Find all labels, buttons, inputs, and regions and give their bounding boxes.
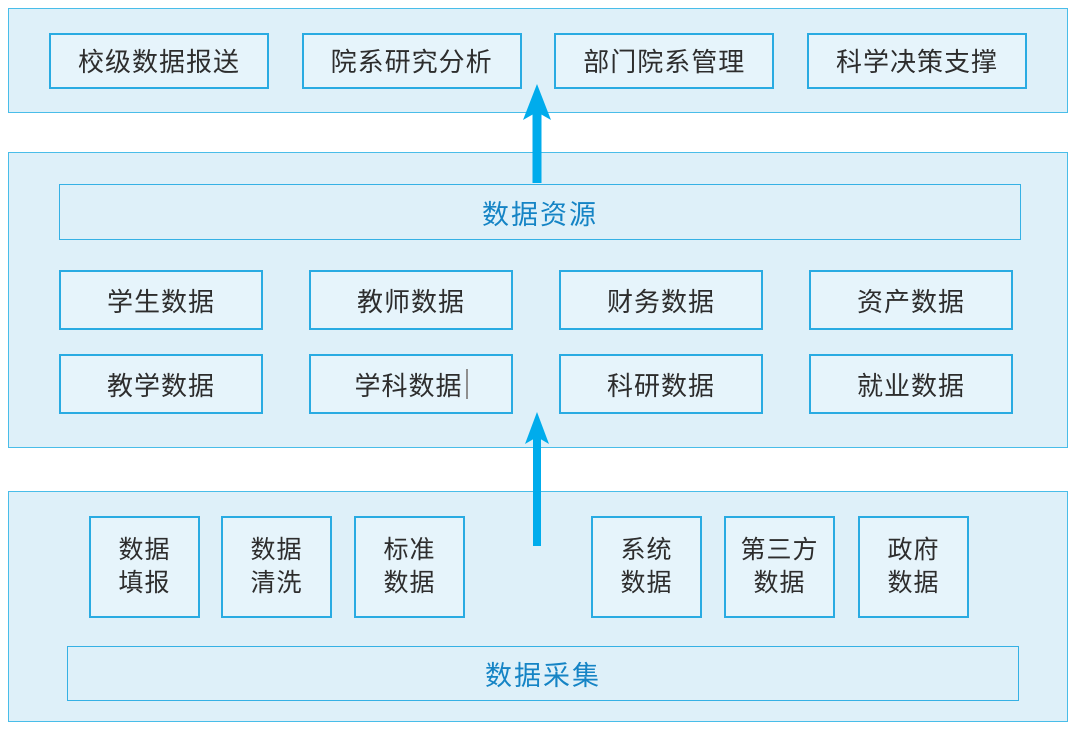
box-research-data: 科研数据 [559,354,763,414]
resource-row-1: 学生数据 教师数据 财务数据 资产数据 [9,270,1067,330]
box-scientific-decision-support: 科学决策支撑 [806,32,1027,89]
text-caret [465,369,468,399]
box-asset-data: 资产数据 [809,270,1013,330]
box-standard-data: 标准 数据 [354,516,465,618]
box-teaching-data: 教学数据 [59,354,263,414]
box-employment-data: 就业数据 [809,354,1013,414]
box-system-data: 系统 数据 [591,516,702,618]
box-government-data: 政府 数据 [858,516,969,618]
up-arrow-to-resources [525,412,549,546]
resource-row-2: 教学数据 学科数据 科研数据 就业数据 [9,354,1067,414]
box-data-cleaning: 数据 清洗 [221,516,332,618]
box-third-party-data: 第三方 数据 [724,516,835,618]
up-arrow-to-applications [523,84,551,183]
box-teacher-data: 教师数据 [309,270,513,330]
application-layer: 校级数据报送 院系研究分析 部门院系管理 科学决策支撑 [8,8,1068,113]
data-resource-layer: 数据资源 学生数据 教师数据 财务数据 资产数据 教学数据 学科数据 科研数据 … [8,152,1068,448]
discipline-data-label: 学科数据 [354,370,463,401]
data-resource-header: 数据资源 [59,184,1021,240]
box-school-data-report: 校级数据报送 [49,32,269,89]
box-department-management: 部门院系管理 [554,32,775,89]
application-box-row: 校级数据报送 院系研究分析 部门院系管理 科学决策支撑 [9,9,1067,112]
box-student-data: 学生数据 [59,270,263,330]
box-finance-data: 财务数据 [559,270,763,330]
box-data-filling: 数据 填报 [89,516,200,618]
box-department-research-analysis: 院系研究分析 [301,32,522,89]
data-collection-header: 数据采集 [67,646,1019,701]
box-discipline-data: 学科数据 [309,354,513,414]
